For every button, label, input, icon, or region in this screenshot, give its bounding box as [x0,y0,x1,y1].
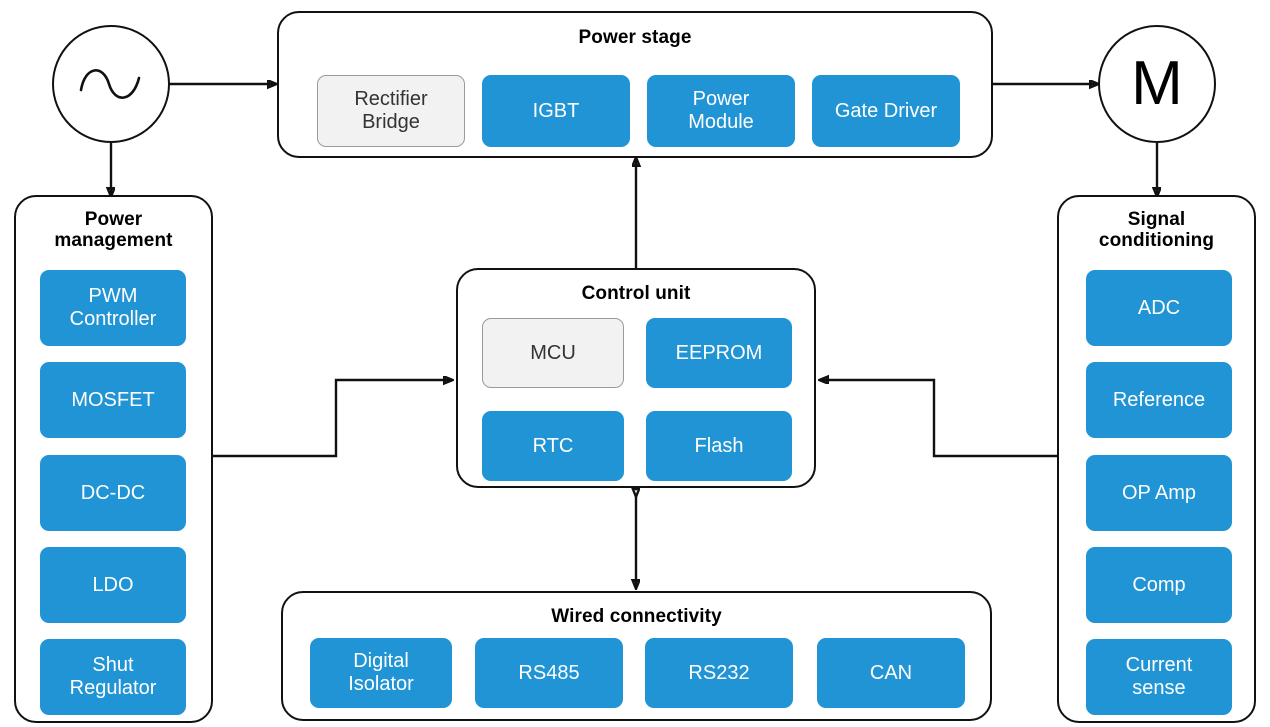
block-igbt[interactable]: IGBT [482,75,630,147]
group-power-stage[interactable]: Power stage Rectifier Bridge IGBT Power … [277,11,993,158]
block-label: Rectifier Bridge [354,88,428,133]
block-reference[interactable]: Reference [1086,362,1232,438]
block-mcu[interactable]: MCU [482,318,624,388]
ac-source[interactable] [52,25,170,143]
block-label: Gate Driver [834,99,938,122]
block-label: Flash [694,434,744,457]
block-rtc[interactable]: RTC [482,411,624,481]
block-comp[interactable]: Comp [1086,547,1232,623]
block-label: Comp [1132,573,1186,596]
block-op-amp[interactable]: OP Amp [1086,455,1232,531]
block-label: Current sense [1125,654,1193,699]
block-power-module[interactable]: Power Module [647,75,795,147]
block-label: MOSFET [71,388,155,411]
block-label: Shut Regulator [69,654,157,699]
block-label: Reference [1112,388,1206,411]
block-label: RS232 [688,661,750,684]
group-power-management[interactable]: Power management PWM Controller MOSFET D… [14,195,213,723]
group-control-unit[interactable]: Control unit MCU EEPROM RTC Flash [456,268,816,488]
block-label: LDO [92,573,134,596]
block-label: RTC [532,434,574,457]
group-control-unit-title: Control unit [581,283,691,304]
block-dc-dc[interactable]: DC-DC [40,455,186,531]
block-label: ADC [1137,296,1181,319]
block-gate-driver[interactable]: Gate Driver [812,75,960,147]
group-wired-connectivity-title: Wired connectivity [551,606,722,627]
block-label: IGBT [532,99,580,122]
block-label: Digital Isolator [348,650,414,695]
group-power-stage-title: Power stage [578,27,692,48]
block-rs485[interactable]: RS485 [475,638,623,708]
wire-signal-conditioning-to-control-unit [820,380,1057,458]
block-label: OP Amp [1121,481,1197,504]
block-rectifier-bridge[interactable]: Rectifier Bridge [317,75,465,147]
block-label: PWM Controller [69,285,157,330]
sine-wave-icon [79,69,141,99]
group-signal-conditioning-title: Signal conditioning [1098,209,1215,252]
block-mosfet[interactable]: MOSFET [40,362,186,438]
group-signal-conditioning[interactable]: Signal conditioning ADC Reference OP Amp… [1057,195,1256,723]
block-pwm-controller[interactable]: PWM Controller [40,270,186,346]
wire-power-management-to-control-unit [213,380,452,458]
motor-label: M [1131,49,1183,118]
block-can[interactable]: CAN [817,638,965,708]
group-wired-connectivity[interactable]: Wired connectivity Digital Isolator RS48… [281,591,992,721]
block-flash[interactable]: Flash [646,411,792,481]
block-current-sense[interactable]: Current sense [1086,639,1232,715]
block-label: DC-DC [80,481,146,504]
block-label: CAN [869,661,913,684]
block-rs232[interactable]: RS232 [645,638,793,708]
motor[interactable]: M [1098,25,1216,143]
block-eeprom[interactable]: EEPROM [646,318,792,388]
block-label: EEPROM [675,341,763,364]
block-label: Power Module [688,88,754,133]
block-ldo[interactable]: LDO [40,547,186,623]
group-power-management-title: Power management [54,209,173,252]
block-adc[interactable]: ADC [1086,270,1232,346]
block-label: MCU [530,341,576,364]
block-digital-isolator[interactable]: Digital Isolator [310,638,452,708]
block-label: RS485 [518,661,580,684]
block-shut-regulator[interactable]: Shut Regulator [40,639,186,715]
